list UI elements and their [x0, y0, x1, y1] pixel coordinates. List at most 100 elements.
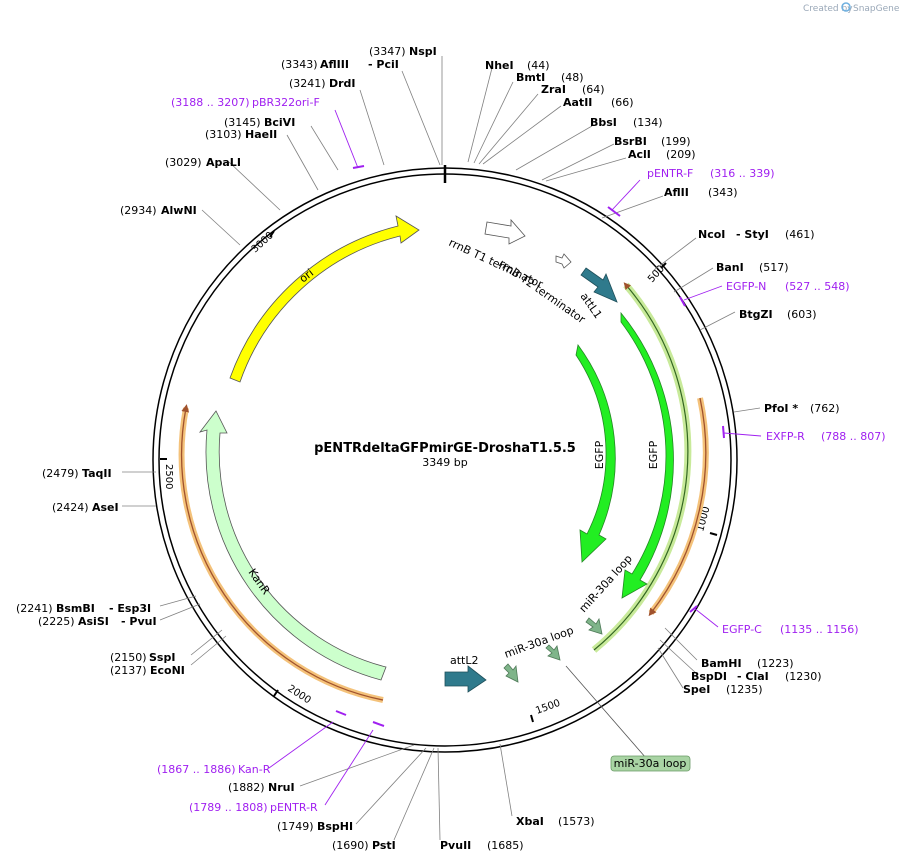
egfp-inner-label: EGFP: [593, 440, 606, 469]
mir30a-loop-box[interactable]: [610, 755, 691, 772]
site-alwni-pos: (2934): [120, 204, 157, 217]
site-xbai-name: XbaI: [516, 815, 544, 828]
site-aflii-pos: (343): [708, 186, 738, 199]
site-asisi-name: AsiSI: [78, 615, 109, 628]
primer-pentr-f-range: (316 .. 339): [710, 167, 775, 180]
site-asei-pos: (2424): [52, 501, 89, 514]
ori-feature[interactable]: [229, 215, 420, 383]
site-pvuii-pos: (1685): [487, 839, 524, 852]
site-apali-name: ApaLI: [206, 156, 241, 169]
site-bamhi-name: BamHI: [701, 657, 742, 670]
exfp-r-highlight: [648, 397, 709, 615]
site-psti-pos: (1690): [332, 839, 369, 852]
site-bspdi-pos: (1230): [785, 670, 822, 683]
site-taqii-pos: (2479): [42, 467, 79, 480]
site-asisi-pos: (2225): [38, 615, 75, 628]
site-ncoi-pos: (461): [785, 228, 815, 241]
site-bsrbi-name: BsrBI: [614, 135, 647, 148]
site-styi-name: - StyI: [736, 228, 769, 241]
primer-pbr322-name: pBR322ori-F: [252, 96, 320, 109]
site-afliii-name: AflIII: [320, 58, 349, 71]
primer-kan-r-range: (1867 .. 1886): [157, 763, 236, 776]
egfp-outer-feature[interactable]: [620, 311, 674, 599]
site-pfoi-pos: (762): [810, 402, 840, 415]
attl2-feature[interactable]: [444, 665, 487, 693]
site-asei-name: AseI: [92, 501, 119, 514]
site-haeii-name: HaeII: [245, 128, 277, 141]
site-bsrbi-pos: (199): [661, 135, 691, 148]
primer-pentr-f-name: pENTR-F: [647, 167, 693, 180]
site-drdi-name: DrdI: [329, 77, 356, 90]
site-pvuii-name: PvuII: [440, 839, 471, 852]
site-spei-name: SpeI: [683, 683, 710, 696]
primer-exfp-r-name: EXFP-R: [766, 430, 805, 443]
site-acli-name: AclI: [628, 148, 651, 161]
mir30a-loop-feature-2[interactable]: [545, 644, 561, 661]
site-bsmbi-pos: (2241): [16, 602, 53, 615]
created-by-label: Created by: [803, 4, 853, 14]
site-ncoi-name: NcoI: [698, 228, 725, 241]
primer-pbr322-range: (3188 .. 3207): [171, 96, 250, 109]
site-taqii-name: TaqII: [82, 467, 112, 480]
mir30a-loop-box-label: miR-30a loop: [614, 757, 687, 770]
site-clai-name: - ClaI: [737, 670, 769, 683]
rrnb-t2-feature[interactable]: [555, 253, 572, 269]
leader-lines: [122, 56, 761, 841]
site-bmti-name: BmtI: [516, 71, 545, 84]
site-nspi-name: NspI: [409, 45, 437, 58]
site-aatii-pos: (66): [611, 96, 634, 109]
site-zrai-pos: (64): [582, 83, 605, 96]
site-psti-name: PstI: [372, 839, 396, 852]
snapgene-logo-icon: [841, 2, 851, 12]
site-pfoi-name: PfoI *: [764, 402, 798, 415]
site-alwni-name: AlwNI: [161, 204, 197, 217]
site-aatii-name: AatII: [563, 96, 592, 109]
primer-egfp-c-range: (1135 .. 1156): [780, 623, 859, 636]
site-nhei-pos: (44): [527, 59, 550, 72]
mir30a-loop-label-2: miR-30a loop: [503, 624, 576, 661]
primer-egfp-n-name: EGFP-N: [726, 280, 766, 293]
primer-egfp-c-name: EGFP-C: [722, 623, 762, 636]
primer-kan-r-name: Kan-R: [238, 763, 271, 776]
tick-2500: 2500: [163, 464, 174, 489]
tick-2000: 2000: [285, 683, 312, 706]
site-bsphi-name: BspHI: [317, 820, 353, 833]
site-bcivi-pos: (3145): [224, 116, 261, 129]
site-drdi-pos: (3241): [289, 77, 326, 90]
egfp-inner-feature[interactable]: [575, 344, 616, 563]
site-btgzi-pos: (603): [787, 308, 817, 321]
plasmid-size: 3349 bp: [422, 456, 467, 469]
site-pcii-name: - PciI: [368, 58, 399, 71]
site-spei-pos: (1235): [726, 683, 763, 696]
site-sspi-pos: (2150): [110, 651, 147, 664]
plasmid-name: pENTRdeltaGFPmirGE-DroshaT1.5.5: [314, 441, 576, 456]
rrnb-t1-feature[interactable]: [484, 218, 526, 245]
site-esp3i-name: - Esp3I: [109, 602, 151, 615]
site-bcivi-name: BciVI: [264, 116, 295, 129]
site-xbai-pos: (1573): [558, 815, 595, 828]
site-bmti-pos: (48): [561, 71, 584, 84]
site-zrai-name: ZraI: [541, 83, 566, 96]
site-nspi-pos: (3347): [369, 45, 406, 58]
site-aflii-name: AflII: [664, 186, 689, 199]
site-afliii-pos: (3343): [281, 58, 318, 71]
site-nrui-pos: (1882): [228, 781, 265, 794]
tick-1500: 1500: [534, 698, 562, 717]
egfp-outer-label: EGFP: [647, 440, 660, 469]
site-econi-name: EcoNI: [150, 664, 185, 677]
site-bsphi-pos: (1749): [277, 820, 314, 833]
site-acli-pos: (209): [666, 148, 696, 161]
attl1-feature[interactable]: [580, 267, 618, 303]
primer-egfp-n-range: (527 .. 548): [785, 280, 850, 293]
site-bani-pos: (517): [759, 261, 789, 274]
mir30a-loop-feature-1[interactable]: [585, 617, 603, 635]
kanr-feature[interactable]: [198, 410, 387, 681]
mir30a-loop-feature-3[interactable]: [503, 663, 519, 683]
primer-pentr-r-range: (1789 .. 1808): [189, 801, 268, 814]
attl2-label: attL2: [450, 654, 479, 667]
site-bsmbi-name: BsmBI: [56, 602, 95, 615]
rrnb-t2-label: rrnB T2 terminator: [496, 257, 588, 327]
site-btgzi-name: BtgZI: [739, 308, 773, 321]
site-bani-name: BanI: [716, 261, 744, 274]
